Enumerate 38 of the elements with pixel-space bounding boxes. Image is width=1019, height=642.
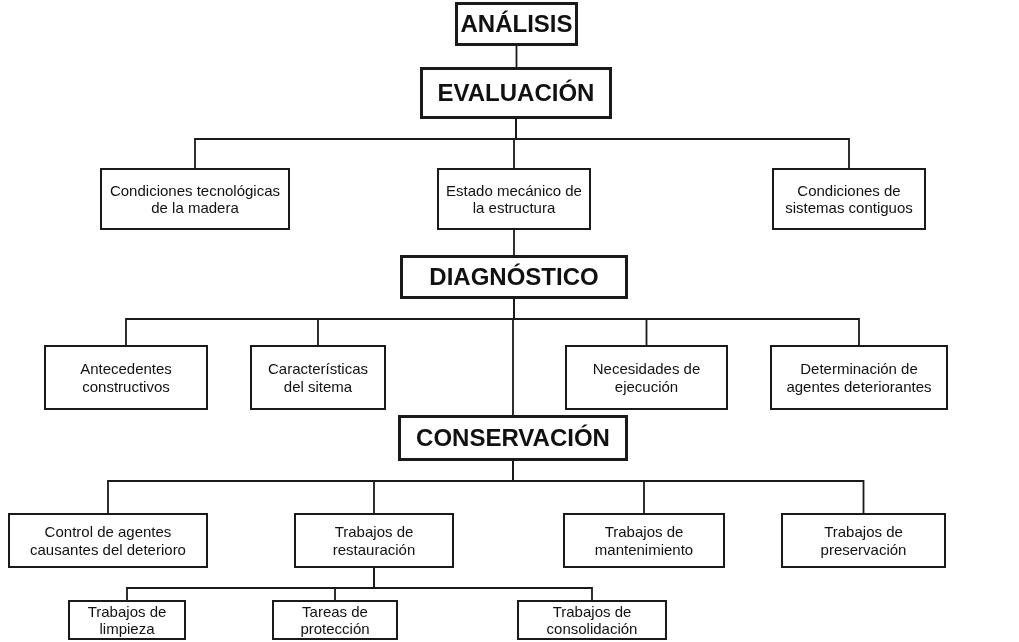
process-box bbox=[44, 345, 208, 410]
process-box bbox=[772, 168, 926, 230]
box-text: CONSERVACIÓN bbox=[416, 426, 610, 450]
connector-line bbox=[515, 45, 518, 68]
process-box bbox=[770, 345, 948, 410]
box-text: Condiciones de sistemas contiguos bbox=[784, 181, 914, 217]
heading-box bbox=[420, 67, 612, 119]
process-box bbox=[100, 168, 290, 230]
box-text: Antecedentes constructivos bbox=[79, 360, 173, 395]
process-box bbox=[8, 513, 208, 568]
heading-box bbox=[455, 2, 578, 46]
process-box bbox=[517, 600, 667, 640]
box-text: ANÁLISIS bbox=[460, 12, 573, 36]
box-text: Tareas de protección bbox=[299, 602, 371, 638]
box-text: Características del sitema bbox=[267, 360, 369, 395]
box-text: Condiciones tecnológicas de la madera bbox=[108, 181, 282, 217]
box-text: Trabajos de restauración bbox=[331, 523, 417, 558]
process-box bbox=[565, 345, 728, 410]
box-text: Determinación de agentes deteriorantes bbox=[785, 360, 933, 395]
box-text: Trabajos de mantenimiento bbox=[593, 523, 695, 558]
box-text: Necesidades de ejecución bbox=[591, 360, 702, 395]
heading-box bbox=[400, 255, 628, 299]
box-text: Trabajos de preservación bbox=[819, 523, 908, 558]
box-text: DIAGNÓSTICO bbox=[429, 265, 599, 289]
process-box bbox=[563, 513, 725, 568]
process-box bbox=[68, 600, 186, 640]
process-box bbox=[272, 600, 398, 640]
process-box bbox=[781, 513, 946, 568]
process-box bbox=[250, 345, 386, 410]
process-box bbox=[437, 168, 591, 230]
box-text: EVALUACIÓN bbox=[437, 81, 595, 105]
box-text: Control de agentes causantes del deterioro bbox=[29, 523, 187, 558]
process-box bbox=[294, 513, 454, 568]
box-text: Estado mecánico de la estructura bbox=[445, 181, 583, 217]
heading-box bbox=[398, 415, 628, 461]
box-text: Trabajos de consolidación bbox=[545, 602, 639, 638]
connector-line bbox=[513, 229, 515, 256]
box-text: Trabajos de limpieza bbox=[86, 602, 168, 638]
